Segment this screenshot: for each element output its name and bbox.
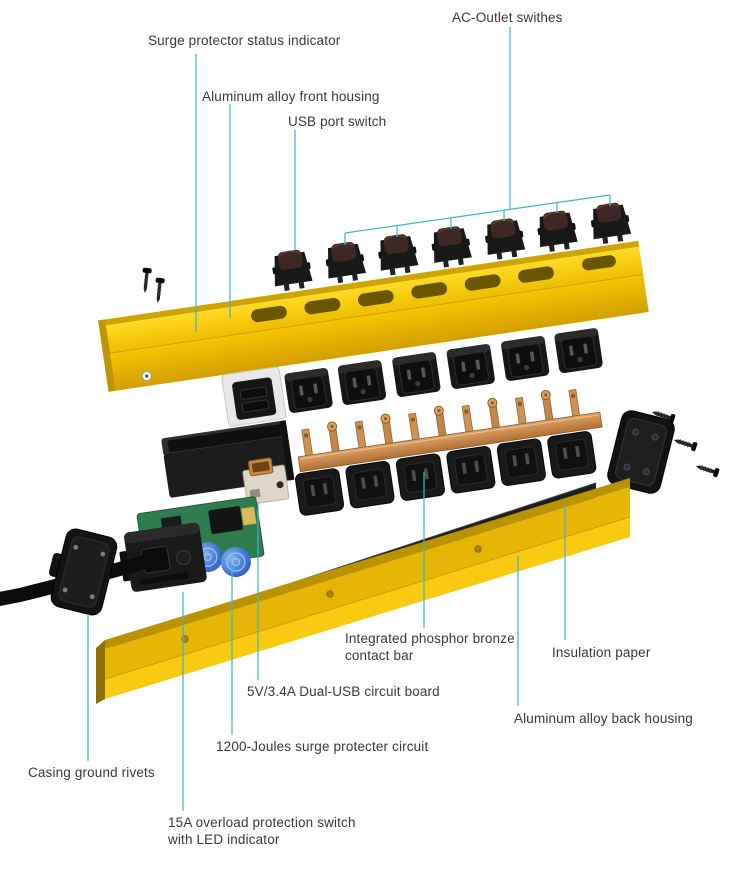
front-housing	[98, 240, 649, 392]
exploded-assembly	[98, 200, 649, 592]
outlet-insert	[283, 367, 334, 415]
contact-bar-assembly	[294, 389, 603, 517]
copper-contact-bar	[297, 411, 603, 473]
ac-outlet-switch	[534, 208, 580, 254]
outlet-insert	[553, 327, 604, 375]
ac-outlet-switch	[482, 215, 527, 262]
outlet-insert	[500, 335, 551, 383]
outlet-frame	[546, 430, 598, 480]
overload-switch-module	[119, 522, 207, 592]
outlet-frame	[445, 445, 497, 495]
label-insulation-paper: Insulation paper	[552, 645, 651, 660]
outlet-frame	[344, 460, 396, 510]
outlet-frame	[395, 452, 446, 502]
usb-circuit-board	[242, 457, 290, 505]
label-ground-rivets: Casing ground rivets	[28, 765, 155, 780]
usb-module	[221, 366, 287, 427]
ac-outlet-switch	[375, 231, 421, 278]
ac-outlet-switch	[428, 223, 474, 270]
right-end-cap	[607, 410, 675, 494]
label-surge-circuit: 1200-Joules surge protecter circuit	[216, 739, 429, 754]
casing-screws	[139, 267, 166, 304]
leader-lines	[87, 27, 611, 811]
label-status-indicator: Surge protector status indicator	[148, 33, 341, 48]
outlet-frame	[294, 467, 345, 517]
usb-port-switch	[269, 247, 315, 294]
label-front-housing: Aluminum alloy front housing	[202, 89, 380, 104]
label-overload-switch: 15A overload protection switch with LED …	[168, 815, 356, 847]
label-back-housing: Aluminum alloy back housing	[514, 711, 693, 726]
label-usb-port-switch: USB port switch	[288, 114, 387, 129]
outlet-insert	[336, 359, 388, 407]
outlet-insert	[445, 343, 497, 391]
label-ac-outlet-switches: AC-Outlet swithes	[452, 10, 563, 25]
label-usb-circuit-board: 5V/3.4A Dual-USB circuit board	[247, 684, 440, 699]
outlet-insert	[391, 351, 442, 399]
ac-outlet-switch	[587, 200, 633, 246]
status-led-indicator	[141, 370, 152, 382]
left-end-cap	[48, 528, 118, 616]
ac-outlet-switch	[322, 239, 368, 286]
ground-rivets	[62, 544, 106, 600]
label-contact-bar: Integrated phosphor bronze contact bar	[345, 631, 515, 663]
outlet-frame	[496, 437, 547, 487]
outlet-insert-row	[221, 327, 604, 427]
back-housing	[96, 478, 631, 704]
